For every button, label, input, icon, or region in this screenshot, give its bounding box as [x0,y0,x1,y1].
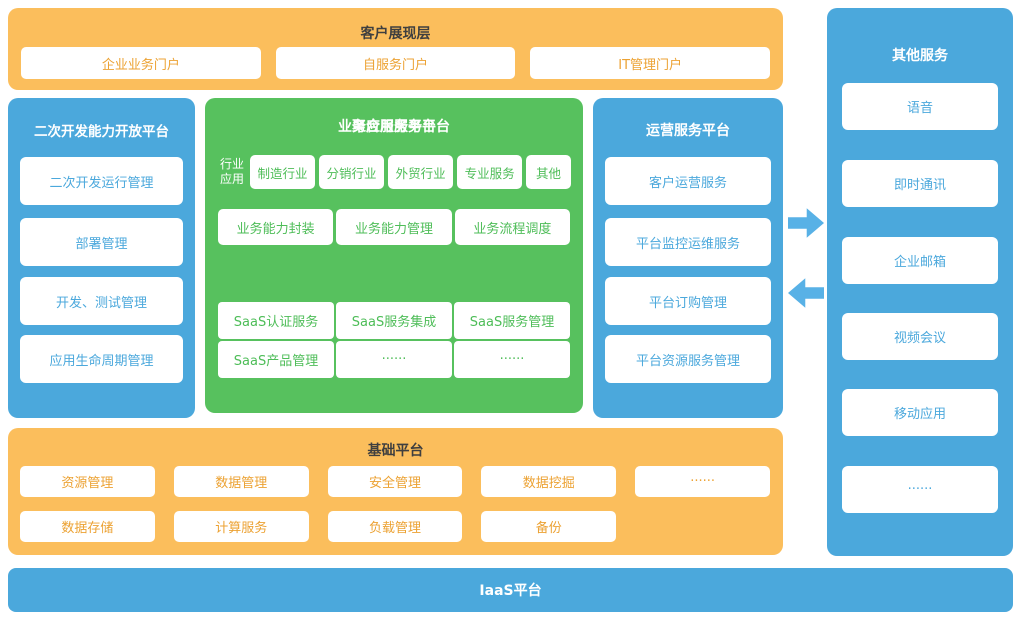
process-scheduling-box: 业务流程调度 [454,209,570,245]
saas-grid: SaaS认证服务 SaaS服务集成 SaaS服务管理 SaaS产品管理 ····… [218,302,570,378]
saas-service-management-box: SaaS服务管理 [454,302,570,339]
data-storage-box: 数据存储 [20,511,155,542]
customer-presentation-layer-panel: 客户展现层 企业业务门户 自服务门户 IT管理门户 [8,8,783,90]
backup-box: 备份 [481,511,617,542]
distribution-industry-box: 分销行业 [319,155,385,189]
customer-operation-service-box: 客户运营服务 [605,157,771,205]
other-services-panel: 其他服务 语音 即时通讯 企业邮箱 视频会议 移动应用 ······ [827,8,1013,556]
resource-management-box: 资源管理 [20,466,155,497]
load-management-box: 负载管理 [327,511,463,542]
operation-service-platform-panel: 运营服务平台 客户运营服务 平台监控运维服务 平台订购管理 平台资源服务管理 [593,98,783,418]
base-platform-title: 基础平台 [367,443,424,459]
dev-run-management-box: 二次开发运行管理 [20,157,183,205]
enterprise-email-box: 企业邮箱 [842,237,998,284]
data-management-box: 数据管理 [173,466,309,497]
voice-service-box: 语音 [842,83,998,130]
aggregation-platform-title: 聚合服务平台 [352,119,436,135]
other-industry-box: 其他 [526,155,571,189]
saas-auth-service-box: SaaS认证服务 [218,302,334,339]
customer-layer-title: 客户展现层 [360,26,431,42]
capability-management-box: 业务能力管理 [336,209,452,245]
portal-row: 企业业务门户 自服务门户 IT管理门户 [21,47,771,79]
saas-more-box-2: ······ [454,341,570,378]
base-more-box: ······ [635,466,770,497]
dev-platform-title: 二次开发能力开放平台 [34,124,169,140]
secondary-development-platform-panel: 二次开发能力开放平台 二次开发运行管理 部署管理 开发、测试管理 应用生命周期管… [8,98,195,418]
self-service-portal-box: 自服务门户 [275,47,516,79]
security-management-box: 安全管理 [327,466,463,497]
professional-services-box: 专业服务 [457,155,523,189]
app-lifecycle-management-box: 应用生命周期管理 [20,335,183,383]
industry-apps-label: 行业应用 [219,157,244,186]
base-platform-row-2: 数据存储 计算服务 负载管理 备份 [20,511,770,542]
iaas-platform-title: IaaS平台 [479,583,542,599]
capability-row: 业务能力封装 业务能力管理 业务流程调度 [218,209,570,245]
mobile-app-box: 移动应用 [842,389,998,436]
base-platform-panel: 基础平台 资源管理 数据管理 安全管理 数据挖掘 ······ 数据存储 计算服… [8,428,783,555]
capability-packaging-box: 业务能力封装 [218,209,334,245]
manufacturing-industry-box: 制造行业 [250,155,316,189]
business-application-platform-panel: 业务应用服务平台 行业应用 制造行业 分销行业 外贸行业 专业服务 其他 业务能… [205,98,583,413]
iaas-platform-bar: IaaS平台 [8,568,1013,612]
other-services-more-box: ······ [842,466,998,513]
other-services-title: 其他服务 [892,48,948,64]
platform-monitoring-box: 平台监控运维服务 [605,218,771,266]
enterprise-portal-box: 企业业务门户 [21,47,261,79]
base-platform-row-1: 资源管理 数据管理 安全管理 数据挖掘 ······ [20,466,770,497]
computing-service-box: 计算服务 [173,511,309,542]
deployment-management-box: 部署管理 [20,218,183,266]
arrow-right-icon [788,208,824,238]
saas-product-management-box: SaaS产品管理 [218,341,334,378]
instant-messaging-box: 即时通讯 [842,160,998,207]
foreign-trade-industry-box: 外贸行业 [388,155,454,189]
data-mining-box: 数据挖掘 [481,466,617,497]
arrow-left-icon [788,278,824,308]
dev-test-management-box: 开发、测试管理 [20,277,183,325]
platform-resource-service-box: 平台资源服务管理 [605,335,771,383]
industry-row: 行业应用 制造行业 分销行业 外贸行业 专业服务 其他 [218,155,571,189]
operation-platform-title: 运营服务平台 [646,123,730,139]
platform-subscription-box: 平台订购管理 [605,277,771,325]
it-management-portal-box: IT管理门户 [530,47,771,79]
business-platform-title: 业务应用服务平台 [338,119,450,135]
saas-more-box-1: ······ [336,341,452,378]
video-conference-box: 视频会议 [842,313,998,360]
saas-service-integration-box: SaaS服务集成 [336,302,452,339]
